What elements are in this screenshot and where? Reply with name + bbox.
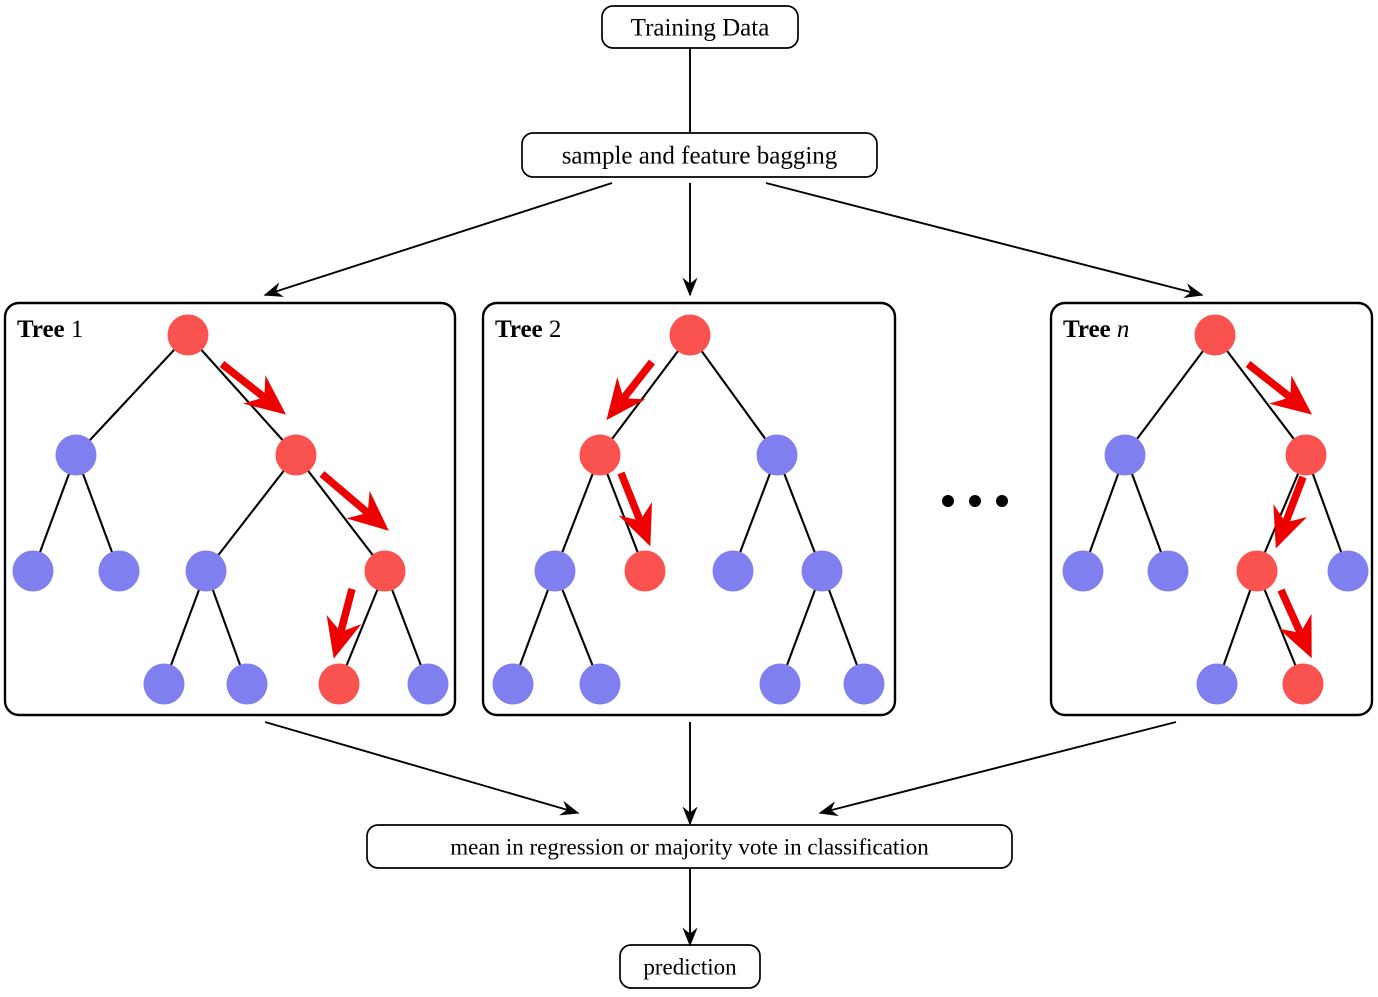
tree-1-edge: [187, 334, 297, 456]
tree-n-node-level2-a-blue: [1062, 550, 1104, 592]
bagging-box: sample and feature bagging: [521, 132, 878, 178]
prediction-box: prediction: [619, 944, 761, 989]
tree-n-node-level1-left-blue: [1104, 434, 1146, 476]
prediction-box-text: prediction: [643, 954, 737, 979]
tree-2-node-level2-a-blue: [534, 550, 576, 592]
tree-n-node-root-red: [1194, 314, 1236, 356]
tree-2-node-level2-c-blue: [712, 550, 754, 592]
tree-1-edge: [75, 454, 120, 572]
tree-1-node-level2-c-blue: [185, 550, 227, 592]
tree-2-node-root-red: [669, 314, 711, 356]
tree-n-node-leaf-a-blue: [1196, 663, 1238, 705]
tree-2-node-leaf-b-blue: [579, 663, 621, 705]
tree-2-node-leaf-d-blue: [843, 663, 885, 705]
tree-n-edge: [1305, 454, 1349, 572]
tree-2-edge: [732, 454, 778, 572]
tree-1-node-level2-b-blue: [98, 550, 140, 592]
tree-1-edge: [32, 454, 77, 572]
tree-1-node-leaf-a-blue: [143, 663, 185, 705]
tree-n-edge: [1082, 454, 1126, 572]
tree-n-label-word: Tree: [1063, 316, 1117, 343]
tree-n-node-level2-c-red: [1236, 550, 1278, 592]
tree-n-node-leaf-b-red: [1282, 663, 1324, 705]
tree-2-path-arrow-2: [617, 471, 653, 547]
tree-1-edge: [295, 454, 386, 572]
tree-1-node-leaf-b-blue: [226, 663, 268, 705]
tree-2-node-level2-b-red: [624, 550, 666, 592]
tree-2-edge: [776, 454, 823, 572]
tree-1-edge: [75, 334, 189, 456]
training-data-box: Training Data: [601, 5, 799, 49]
tree-n-box: [1049, 301, 1374, 717]
arrow-tree-1-to-aggregate: [264, 721, 580, 816]
tree-n-label: Tree n: [1063, 316, 1129, 343]
tree-2-edge: [554, 454, 601, 572]
tree-1-node-level1-left-blue: [55, 434, 97, 476]
tree-1-box: [3, 301, 457, 717]
tree-2-node-leaf-a-blue: [492, 663, 534, 705]
tree-2-node-leaf-c-blue: [759, 663, 801, 705]
aggregate-box: mean in regression or majority vote in c…: [366, 824, 1013, 869]
tree-2-label: Tree 2: [495, 316, 561, 343]
tree-1-label-index: 1: [71, 316, 84, 343]
tree-1-node-level2-a-blue: [12, 550, 54, 592]
tree-2-box: [481, 301, 897, 717]
aggregate-box-text: mean in regression or majority vote in c…: [450, 834, 929, 859]
tree-n-edge: [1124, 334, 1216, 456]
arrow-bagging-to-tree-n: [765, 182, 1204, 299]
tree-n-label-index: n: [1117, 316, 1130, 343]
tree-n-path-arrow-3: [1277, 588, 1312, 659]
tree-2-node-level1-right-blue: [756, 434, 798, 476]
tree-n-path-arrow-1: [1245, 361, 1313, 415]
bagging-box-text: sample and feature bagging: [562, 143, 838, 170]
tree-n-edge: [1124, 454, 1169, 572]
tree-n-path-arrow-2: [1273, 475, 1308, 549]
ellipsis-dot-3: [996, 495, 1008, 507]
ellipsis-dot-2: [969, 495, 981, 507]
ellipsis-dots: [942, 495, 1008, 507]
tree-1-node-level2-d-red: [364, 550, 406, 592]
tree-2-node-level1-left-red: [579, 434, 621, 476]
tree-1-path-arrow-3: [326, 588, 362, 659]
tree-1-node-leaf-c-red: [318, 663, 360, 705]
tree-2-label-word: Tree: [495, 316, 549, 343]
ellipsis-dot-1: [942, 495, 954, 507]
training-data-box-text: Training Data: [631, 15, 770, 42]
tree-1-panel: [3, 301, 457, 717]
tree-n-node-level1-right-red: [1285, 434, 1327, 476]
tree-1-path-arrow-1: [219, 361, 287, 415]
tree-1-edge: [205, 454, 297, 572]
tree-2-node-level2-d-blue: [801, 550, 843, 592]
tree-1-node-leaf-d-blue: [407, 663, 449, 705]
tree-2-path-arrow-1: [606, 359, 655, 421]
tree-1-node-root-red: [167, 314, 209, 356]
tree-1-path-arrow-2: [319, 471, 389, 531]
tree-2-edge: [689, 334, 778, 456]
tree-n-edge: [1214, 334, 1307, 456]
arrow-bagging-to-tree-1: [263, 182, 613, 297]
tree-n-node-level2-b-blue: [1147, 550, 1189, 592]
tree-1-label: Tree 1: [17, 316, 83, 343]
tree-2-label-index: 2: [549, 316, 562, 343]
tree-n-panel: [1049, 301, 1374, 717]
tree-n-node-level2-d-blue: [1327, 550, 1369, 592]
tree-1-node-level1-right-red: [275, 434, 317, 476]
tree-1-label-word: Tree: [17, 316, 71, 343]
arrow-tree-n-to-aggregate: [818, 721, 1177, 817]
tree-2-panel: [481, 301, 897, 717]
